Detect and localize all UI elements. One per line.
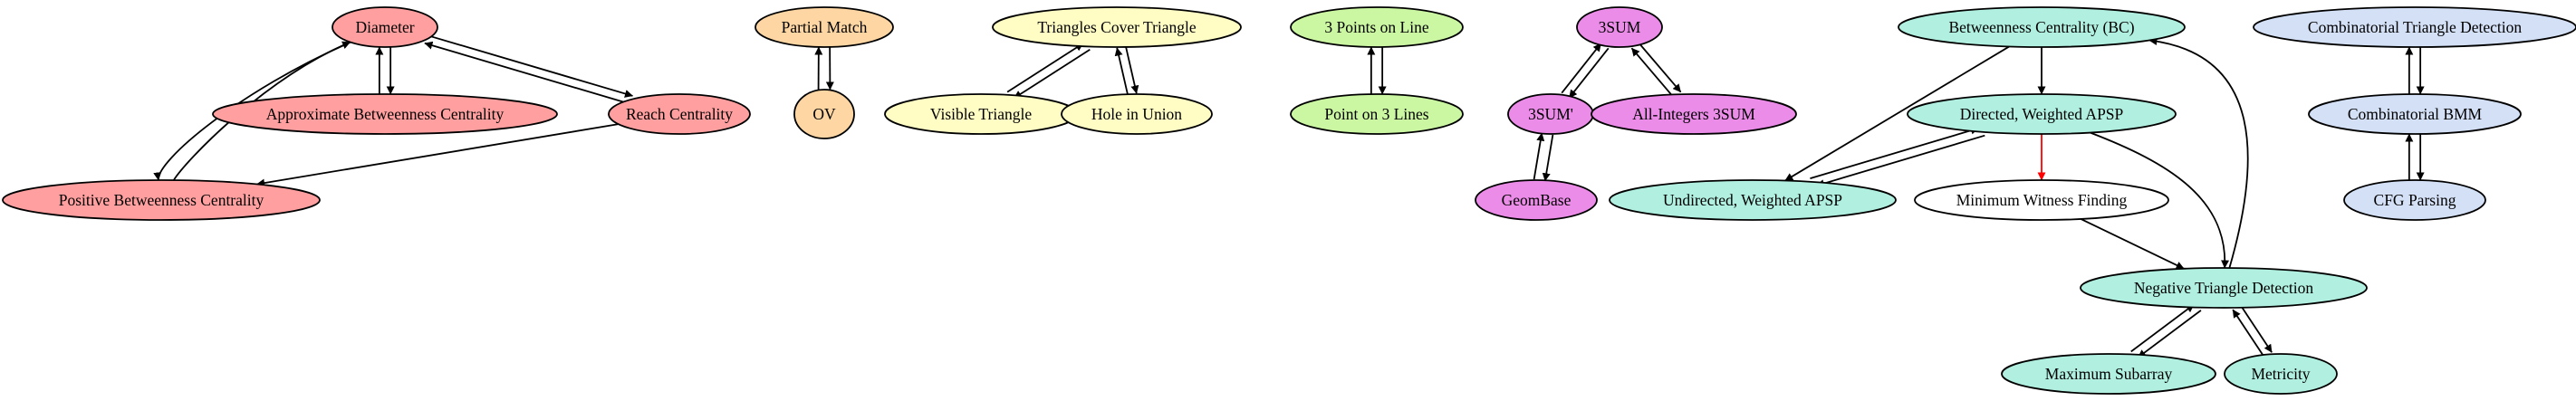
node-diameter[interactable]: Diameter — [332, 6, 438, 48]
node-all-int-threesum[interactable]: All-Integers 3SUM — [1591, 93, 1797, 135]
node-label: Directed, Weighted APSP — [1960, 105, 2124, 123]
edge-neg-triangle-to-bc — [2148, 37, 2249, 269]
edge-triangles-cover-to-visible-triangle — [1013, 49, 1091, 100]
node-label: 3 Points on Line — [1324, 18, 1428, 36]
edge-threesum-prime-to-threesum — [1561, 43, 1602, 94]
node-ellipse — [1290, 93, 1464, 135]
edge-min-witness-to-neg-triangle — [2080, 218, 2185, 270]
node-ellipse — [2224, 353, 2338, 395]
node-max-subarray[interactable]: Maximum Subarray — [2001, 353, 2216, 395]
node-label: OV — [812, 105, 836, 123]
edge-visible-triangle-to-triangles-cover — [1006, 43, 1084, 93]
node-ellipse — [1914, 179, 2169, 221]
node-dw-apsp[interactable]: Directed, Weighted APSP — [1907, 93, 2177, 135]
edge-dw-apsp-to-neg-triangle — [2090, 131, 2230, 269]
node-triangles-cover[interactable]: Triangles Cover Triangle — [992, 6, 1242, 48]
node-threesum[interactable]: 3SUM — [1576, 6, 1663, 48]
node-ellipse — [1907, 93, 2177, 135]
edge-neg-triangle-to-max-subarray — [2137, 310, 2202, 358]
edge-all-int-threesum-to-threesum — [1630, 47, 1674, 98]
node-label: CFG Parsing — [2374, 191, 2456, 209]
node-partial-match[interactable]: Partial Match — [755, 6, 894, 48]
node-label: Negative Triangle Detection — [2134, 279, 2314, 297]
node-uw-apsp[interactable]: Undirected, Weighted APSP — [1609, 179, 1897, 221]
node-label: Point on 3 Lines — [1324, 105, 1428, 123]
edge-threesum-to-all-int-threesum — [1638, 43, 1682, 93]
node-ellipse — [2308, 93, 2522, 135]
node-label: Metricity — [2251, 365, 2310, 383]
edge-diameter-to-pos-bc — [153, 41, 351, 181]
node-min-witness[interactable]: Minimum Witness Finding — [1914, 179, 2169, 221]
node-ellipse — [2253, 6, 2576, 48]
edge-geombase-to-threesum-prime — [1533, 132, 1545, 180]
node-label: 3SUM' — [1528, 105, 1573, 123]
node-ellipse — [2080, 267, 2368, 309]
node-label: Hole in Union — [1091, 105, 1182, 123]
node-point-three-lines[interactable]: Point on 3 Lines — [1290, 93, 1464, 135]
node-ellipse — [2343, 179, 2486, 221]
node-label: Maximum Subarray — [2045, 365, 2173, 383]
node-ellipse — [2001, 353, 2216, 395]
node-ellipse — [1609, 179, 1897, 221]
node-geombase[interactable]: GeomBase — [1475, 179, 1598, 221]
node-pos-bc[interactable]: Positive Betweenness Centrality — [2, 179, 321, 221]
node-ellipse — [1898, 6, 2186, 48]
node-ellipse — [1591, 93, 1797, 135]
node-label: Visible Triangle — [930, 105, 1032, 123]
node-approx-bc[interactable]: Approximate Betweenness Centrality — [212, 93, 558, 135]
edge-dw-apsp-to-uw-apsp — [1816, 134, 1985, 187]
node-label: Minimum Witness Finding — [1956, 191, 2128, 209]
edge-threesum-prime-to-geombase — [1542, 134, 1554, 182]
node-label: 3SUM — [1599, 18, 1641, 36]
node-label: Partial Match — [782, 18, 868, 36]
node-label: Combinatorial BMM — [2348, 105, 2483, 123]
node-cfg[interactable]: CFG Parsing — [2343, 179, 2486, 221]
node-reach[interactable]: Reach Centrality — [608, 93, 751, 135]
node-label: GeomBase — [1502, 191, 1572, 209]
node-label: Diameter — [355, 18, 414, 36]
node-label: Betweenness Centrality (BC) — [1948, 18, 2134, 36]
node-three-points[interactable]: 3 Points on Line — [1290, 6, 1464, 48]
node-metricity[interactable]: Metricity — [2224, 353, 2338, 395]
node-threesum-prime[interactable]: 3SUM' — [1507, 93, 1594, 135]
edge-hole-union-to-triangles-cover — [1114, 47, 1129, 96]
node-label: All-Integers 3SUM — [1632, 105, 1755, 123]
node-label: Undirected, Weighted APSP — [1663, 191, 1842, 209]
edge-neg-triangle-to-metricity — [2240, 305, 2273, 353]
node-comb-bmm[interactable]: Combinatorial BMM — [2308, 93, 2522, 135]
edge-triangles-cover-to-hole-union — [1125, 45, 1139, 94]
node-ellipse — [1061, 93, 1213, 135]
node-label: Approximate Betweenness Centrality — [266, 105, 505, 123]
node-ellipse — [608, 93, 751, 135]
node-bc[interactable]: Betweenness Centrality (BC) — [1898, 6, 2186, 48]
edge-reach-to-pos-bc — [256, 123, 619, 187]
edge-threesum-to-threesum-prime — [1568, 47, 1610, 99]
edge-diameter-to-reach — [428, 34, 633, 98]
node-visible-triangle[interactable]: Visible Triangle — [884, 93, 1078, 135]
node-ellipse — [1475, 179, 1598, 221]
node-ellipse — [1576, 6, 1663, 48]
node-ellipse — [1290, 6, 1464, 48]
node-hole-union[interactable]: Hole in Union — [1061, 93, 1213, 135]
node-ellipse — [793, 89, 855, 139]
node-ellipse — [992, 6, 1242, 48]
edge-uw-apsp-to-dw-apsp — [1810, 126, 1979, 179]
node-ellipse — [212, 93, 558, 135]
node-ellipse — [332, 6, 438, 48]
node-comb-tri[interactable]: Combinatorial Triangle Detection — [2253, 6, 2576, 48]
node-label: Combinatorial Triangle Detection — [2308, 18, 2522, 36]
edge-bc-to-uw-apsp — [1784, 45, 2010, 182]
node-ov[interactable]: OV — [793, 89, 855, 139]
edge-metricity-to-neg-triangle — [2232, 309, 2265, 358]
edge-reach-to-diameter — [424, 41, 630, 105]
node-neg-triangle[interactable]: Negative Triangle Detection — [2080, 267, 2368, 309]
node-label: Reach Centrality — [626, 105, 733, 123]
edge-max-subarray-to-neg-triangle — [2130, 303, 2195, 353]
node-label: Triangles Cover Triangle — [1037, 18, 1197, 36]
node-label: Positive Betweenness Centrality — [59, 191, 264, 209]
node-ellipse — [755, 6, 894, 48]
node-ellipse — [2, 179, 321, 221]
